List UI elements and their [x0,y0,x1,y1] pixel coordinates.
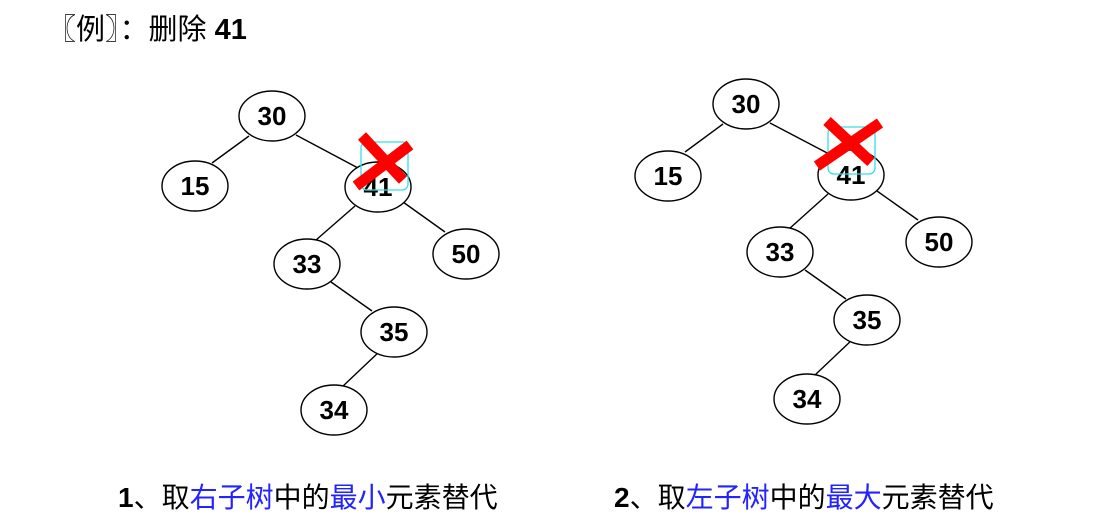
node-15 [161,160,229,212]
edge-33-35 [804,269,847,300]
example-title: 〖例〗：删除 41 [47,6,247,48]
caption-method-1: 1、取右子树中的最小元素替代 [118,476,498,516]
edge-41-50 [402,201,446,233]
edge-30-41 [295,134,359,169]
edge-41-50 [876,190,919,221]
node-label: 15 [181,171,210,201]
caption-highlight: 最大 [825,482,882,513]
node-35 [833,294,901,346]
delete-cross-icon [352,132,414,191]
node-label: 30 [732,89,761,119]
node-34 [300,384,368,436]
node-33 [273,238,341,290]
node-label: 34 [320,395,349,425]
tree-right [634,78,973,425]
edge-30-15 [684,123,724,153]
caption-index: 2 [614,482,630,513]
title-delete-value: 41 [214,14,247,46]
node-label: 34 [793,384,822,414]
selection-box [827,126,876,175]
node-35 [360,306,428,358]
caption-text: 中的 [273,482,330,513]
caption-method-2: 2、取左子树中的最大元素替代 [614,476,994,516]
node-label: 30 [258,101,287,131]
edge-41-33 [788,193,829,230]
delete-cross-icon [813,116,884,171]
edge-35-34 [814,338,854,376]
node-label: 33 [766,237,795,267]
node-label: 41 [837,160,866,190]
node-15 [634,150,702,202]
edge-30-41 [769,122,832,156]
edge-41-33 [315,205,356,241]
node-50 [432,228,500,280]
title-prefix: 〖例〗：删除 [47,14,215,46]
edge-30-15 [211,135,250,164]
node-33 [746,226,814,278]
caption-index: 1 [118,482,134,513]
edge-33-35 [330,281,373,312]
selection-box [360,141,409,191]
node-30 [712,78,780,130]
node-30 [238,90,306,142]
node-label: 35 [380,317,409,347]
node-50 [905,216,973,268]
tree-left [161,90,500,436]
caption-text: 、取 [629,482,686,513]
node-label: 35 [853,305,882,335]
caption-highlight: 左子树 [685,482,770,513]
caption-text: 中的 [769,482,826,513]
caption-highlight: 最小 [329,482,386,513]
caption-highlight: 右子树 [189,482,274,513]
node-label: 33 [293,249,322,279]
caption-text: 元素替代 [881,482,994,513]
node-label: 50 [925,227,954,257]
node-label: 50 [452,239,481,269]
node-34 [773,373,841,425]
caption-text: 元素替代 [385,482,498,513]
caption-text: 、取 [133,482,190,513]
node-label: 15 [654,161,683,191]
edge-35-34 [341,350,381,388]
